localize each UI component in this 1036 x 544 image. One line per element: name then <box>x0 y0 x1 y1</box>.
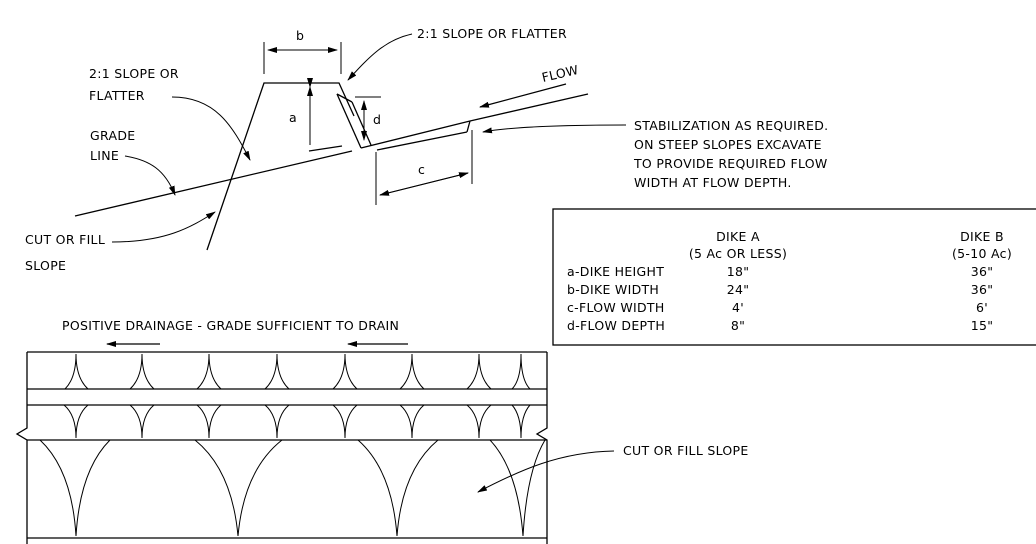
flow-width-ref <box>376 131 468 151</box>
row-value-b: 36" <box>971 282 994 297</box>
row-value-a: 18" <box>727 264 750 279</box>
channel-end <box>466 120 471 133</box>
cut-fill-label-1: CUT OR FILL <box>25 232 105 247</box>
upslope-grade <box>469 93 589 122</box>
stabilization-label-3: TO PROVIDE REQUIRED FLOW <box>633 156 828 171</box>
row-label: b-DIKE WIDTH <box>567 282 659 297</box>
slope-right-leader <box>347 33 413 81</box>
row-value-b: 36" <box>971 264 994 279</box>
col-dike-a-header-2: (5 Ac OR LESS) <box>689 246 787 261</box>
ground-ref <box>308 145 343 152</box>
channel-side <box>336 93 362 149</box>
row-value-b: 6' <box>976 300 988 315</box>
col-dike-b-header-2: (5-10 Ac) <box>952 246 1012 261</box>
cut-fill-slope-leader <box>477 450 615 493</box>
slope-right-label: 2:1 SLOPE OR FLATTER <box>417 26 567 41</box>
stabilization-label-4: WIDTH AT FLOW DEPTH. <box>634 175 792 190</box>
cut-fill-leader <box>111 211 216 243</box>
slope-left-label-1: 2:1 SLOPE OR <box>89 66 179 81</box>
flow-label: FLOW <box>540 62 580 85</box>
col-dike-a-header-1: DIKE A <box>716 229 760 244</box>
dim-c-label: c <box>418 162 425 177</box>
dim-c-line-rev <box>379 172 469 196</box>
row-value-a: 24" <box>727 282 750 297</box>
dike-outline <box>206 82 355 251</box>
row-label: d-FLOW DEPTH <box>567 318 665 333</box>
slope-left-label-2: FLATTER <box>89 88 145 103</box>
grade-label-2: LINE <box>90 148 119 163</box>
grade-label-1: GRADE <box>90 128 135 143</box>
stabilization-leader <box>482 124 627 134</box>
dike-plan-view: POSITIVE DRAINAGE - GRADE SUFFICIENT TO … <box>15 318 749 544</box>
stabilization-label-1: STABILIZATION AS REQUIRED. <box>634 118 828 133</box>
col-dike-b-header-1: DIKE B <box>960 229 1004 244</box>
row-value-a: 8" <box>731 318 745 333</box>
cut-fill-label-2: SLOPE <box>25 258 66 273</box>
drainage-label: POSITIVE DRAINAGE - GRADE SUFFICIENT TO … <box>62 318 399 333</box>
cut-fill-slope-label: CUT OR FILL SLOPE <box>623 443 749 458</box>
table-border <box>552 208 1036 346</box>
dim-a-label: a <box>289 110 297 125</box>
dim-b-label: b <box>296 28 304 43</box>
break-line-right <box>535 352 548 544</box>
row-value-b: 15" <box>971 318 994 333</box>
break-line-left <box>15 352 28 544</box>
flow-arrow <box>479 83 567 108</box>
stabilization-label-2: ON STEEP SLOPES EXCAVATE <box>634 137 822 152</box>
row-label: a-DIKE HEIGHT <box>567 264 664 279</box>
slope-hachures <box>39 353 546 537</box>
dim-d-label: d <box>373 112 381 127</box>
slope-left-leader <box>171 96 251 161</box>
stabilization-lining <box>351 101 372 146</box>
grade-line <box>74 150 353 217</box>
dike-cross-section: b a d c 2:1 SLOPE OR FLATTER 2:1 SLOPE O… <box>25 26 828 273</box>
row-value-a: 4' <box>732 300 744 315</box>
dike-dimension-table: DIKE A (5 Ac OR LESS) DIKE B (5-10 Ac) a… <box>552 208 1036 346</box>
channel-bottom <box>360 120 471 149</box>
grade-leader <box>124 155 176 196</box>
row-label: c-FLOW WIDTH <box>567 300 665 315</box>
stabilization-lining-top <box>336 93 353 103</box>
